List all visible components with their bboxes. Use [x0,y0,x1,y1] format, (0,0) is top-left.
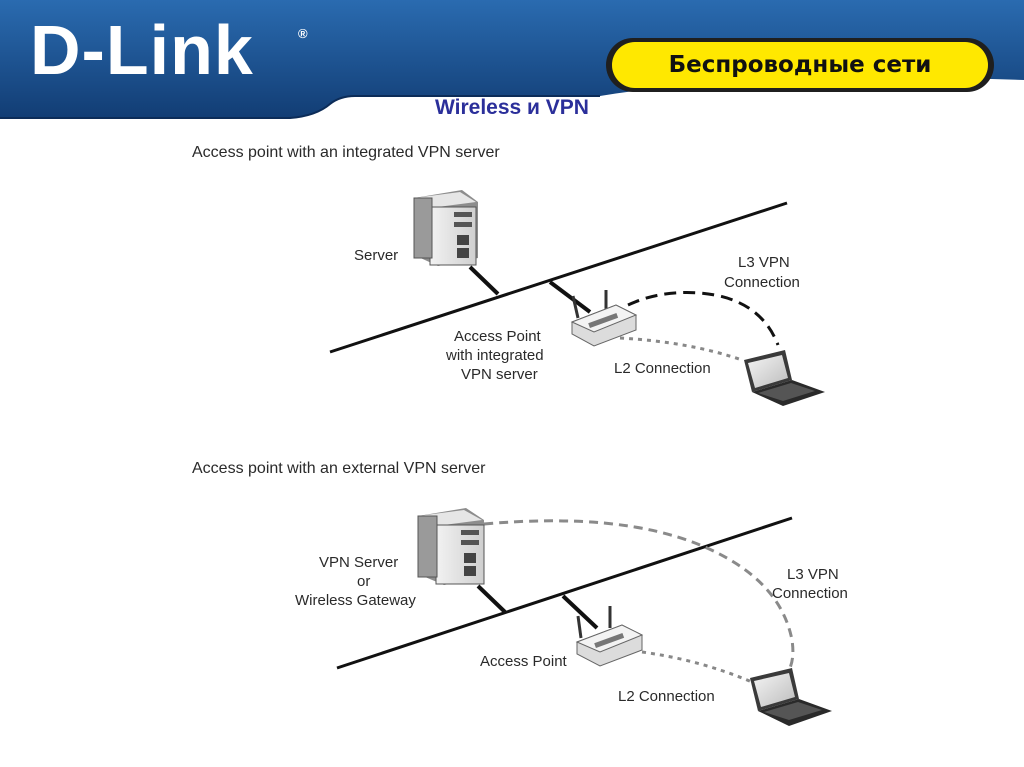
top-l3-label-1: L3 VPN [738,254,790,271]
top-l2-label: L2 Connection [614,360,711,377]
top-server-link [468,265,500,296]
access-point-icon [570,290,638,347]
header-background [0,0,1024,119]
top-ap-label-3: VPN server [461,366,538,383]
top-ap-link [548,280,592,314]
top-l3-label-2: Connection [724,274,800,291]
banner-pill: Беспроводные сети [612,42,988,88]
laptop-icon [744,350,825,406]
dlink-logo: D-Link [30,11,254,89]
server-icon [413,190,478,266]
bottom-l3-label-2: Connection [772,585,848,602]
bottom-network-line [336,516,793,670]
slide-title: Wireless и VPN [435,96,589,119]
bottom-l3-connection [483,519,795,673]
bottom-server-label-3: Wireless Gateway [295,592,416,609]
top-l2-connection [619,336,743,362]
bottom-laptop-icon [750,668,832,726]
top-ap-label-1: Access Point [454,328,542,345]
bottom-server-label-2: or [357,573,370,590]
top-l3-connection [627,291,780,346]
top-network-line [329,201,788,354]
bottom-l2-label: L2 Connection [618,688,715,705]
bottom-access-point-icon [575,606,644,667]
top-ap-label-2: with integrated [445,347,544,364]
bottom-server-label-1: VPN Server [319,554,398,571]
bottom-caption: Access point with an external VPN server [192,460,486,477]
vpn-server-icon [417,508,485,585]
bottom-ap-label: Access Point [480,653,568,670]
registered-mark: ® [298,26,308,41]
top-caption: Access point with an integrated VPN serv… [192,144,500,161]
bottom-ap-link [561,594,599,630]
top-server-label: Server [354,247,398,264]
header-bar [0,0,1024,120]
banner-label: Беспроводные сети [668,52,932,78]
bottom-server-link [476,584,507,614]
bottom-l3-label-1: L3 VPN [787,566,839,583]
bottom-l2-connection [641,650,753,684]
